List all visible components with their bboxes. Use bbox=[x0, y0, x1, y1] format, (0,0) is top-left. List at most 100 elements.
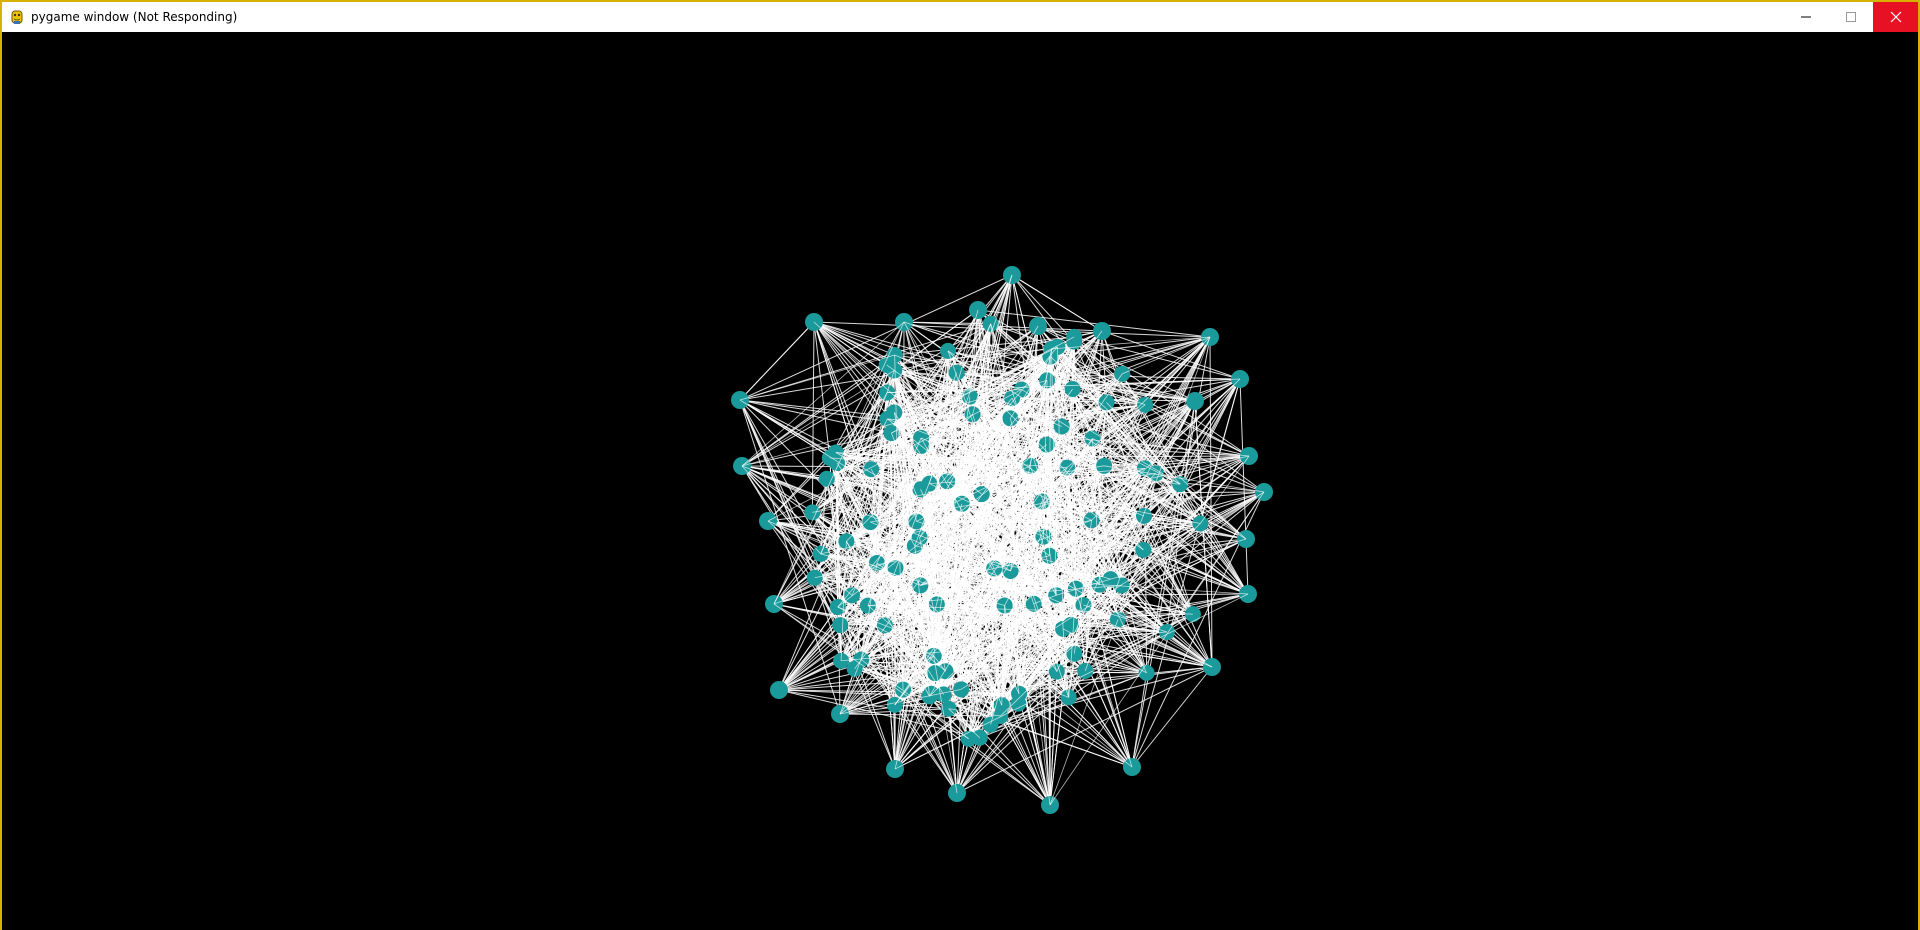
graph-edge bbox=[887, 418, 1145, 517]
graph-edge bbox=[1104, 455, 1250, 467]
window-title: pygame window (Not Responding) bbox=[31, 10, 238, 24]
graph-edge bbox=[928, 483, 958, 794]
graph-edge bbox=[929, 348, 1052, 484]
graph-edge bbox=[933, 655, 946, 672]
graph-edge bbox=[1004, 438, 1093, 606]
graph-edge bbox=[1092, 378, 1241, 439]
maximize-icon bbox=[1845, 8, 1857, 27]
graph-edge bbox=[741, 465, 821, 555]
graph-node bbox=[1010, 695, 1027, 712]
graph-edge bbox=[1166, 400, 1196, 633]
graph-edge bbox=[948, 708, 981, 739]
graph-edge bbox=[811, 512, 896, 706]
graph-edge bbox=[854, 330, 1103, 669]
graph-edge bbox=[870, 521, 1213, 668]
graph-edge bbox=[1099, 584, 1249, 595]
graph-edge bbox=[929, 309, 979, 484]
graph-edge bbox=[894, 671, 1057, 706]
graph-edge bbox=[1142, 378, 1241, 551]
graph-edge bbox=[1056, 538, 1247, 596]
graph-edge bbox=[767, 520, 896, 706]
minimize-button[interactable] bbox=[1783, 2, 1828, 32]
graph-edge bbox=[914, 274, 1013, 547]
graph-edge bbox=[773, 603, 1051, 806]
graph-edge bbox=[835, 452, 1068, 469]
graph-edge bbox=[990, 323, 1051, 806]
graph-edge bbox=[960, 400, 1196, 690]
graph-edge bbox=[767, 520, 921, 586]
graph-edge bbox=[1001, 605, 1006, 706]
graph-edge bbox=[778, 412, 895, 691]
graph-edge bbox=[884, 444, 1048, 626]
title-bar[interactable]: pygame window (Not Responding) bbox=[2, 2, 1918, 32]
graph-edge bbox=[851, 594, 1213, 668]
graph-edge bbox=[887, 378, 1241, 394]
graph-edge bbox=[1029, 465, 1101, 585]
graph-edge bbox=[867, 605, 1193, 615]
graph-edge bbox=[841, 660, 1086, 672]
graph-edge bbox=[870, 468, 916, 547]
graph-edge bbox=[1068, 619, 1119, 698]
graph-edge bbox=[960, 555, 1050, 690]
graph-edge bbox=[867, 605, 946, 672]
graph-edge bbox=[773, 603, 969, 740]
graph-edge bbox=[813, 321, 887, 366]
graph-edge bbox=[977, 309, 1211, 338]
graph-edge bbox=[1083, 604, 1168, 633]
graph-edge bbox=[933, 472, 1157, 657]
graph-edge bbox=[837, 606, 934, 657]
graph-edge bbox=[839, 388, 1073, 715]
graph-edge bbox=[920, 468, 1146, 586]
graph-edge bbox=[1104, 465, 1265, 493]
graph-edge bbox=[840, 541, 847, 661]
graph-edge bbox=[1041, 336, 1211, 502]
graph-edge bbox=[854, 372, 958, 669]
graph-edge bbox=[869, 432, 892, 523]
graph-edge bbox=[1068, 378, 1241, 698]
graph-edge bbox=[972, 274, 1013, 415]
graph-edge bbox=[820, 392, 888, 554]
close-icon bbox=[1890, 8, 1902, 27]
graph-edge bbox=[960, 491, 1265, 690]
graph-edge bbox=[920, 437, 995, 569]
graph-edge bbox=[813, 321, 892, 434]
graph-edge bbox=[893, 412, 1058, 672]
graph-edge bbox=[741, 370, 895, 467]
graph-edge bbox=[1011, 274, 1075, 342]
graph-edge bbox=[1099, 584, 1168, 633]
graph-edge bbox=[867, 372, 958, 606]
graph-edge bbox=[741, 432, 892, 467]
graph-edge bbox=[739, 274, 1013, 401]
graph-edge bbox=[928, 483, 1001, 717]
window-controls bbox=[1783, 2, 1918, 32]
graph-edge bbox=[813, 321, 1211, 338]
graph-edge bbox=[1057, 346, 1201, 524]
graph-edge bbox=[741, 364, 887, 467]
graph-edge bbox=[741, 465, 1011, 572]
graph-edge bbox=[969, 396, 1077, 589]
graph-edge bbox=[813, 321, 831, 458]
graph-edge bbox=[929, 473, 1157, 697]
graph-edge bbox=[1117, 515, 1145, 620]
graph-node bbox=[770, 681, 788, 699]
graph-edge bbox=[1021, 389, 1181, 485]
graph-edge bbox=[1092, 438, 1101, 585]
maximize-button[interactable] bbox=[1828, 2, 1873, 32]
pygame-canvas[interactable] bbox=[2, 32, 1918, 930]
graph-edge bbox=[1068, 588, 1077, 698]
graph-edge bbox=[851, 445, 922, 596]
graph-edge bbox=[894, 438, 1093, 706]
graph-edge bbox=[1131, 672, 1148, 768]
graph-edge bbox=[1041, 501, 1057, 596]
graph-edge bbox=[1043, 380, 1048, 537]
graph-edge bbox=[741, 354, 895, 467]
graph-edge bbox=[946, 480, 1050, 557]
network-graph bbox=[731, 266, 1273, 814]
graph-edge bbox=[860, 562, 878, 660]
close-button[interactable] bbox=[1873, 2, 1918, 32]
graph-edge bbox=[961, 503, 1194, 615]
graph-edge bbox=[887, 418, 983, 495]
minimize-icon bbox=[1800, 8, 1812, 27]
graph-edge bbox=[1051, 336, 1211, 350]
graph-edge bbox=[936, 604, 1001, 717]
